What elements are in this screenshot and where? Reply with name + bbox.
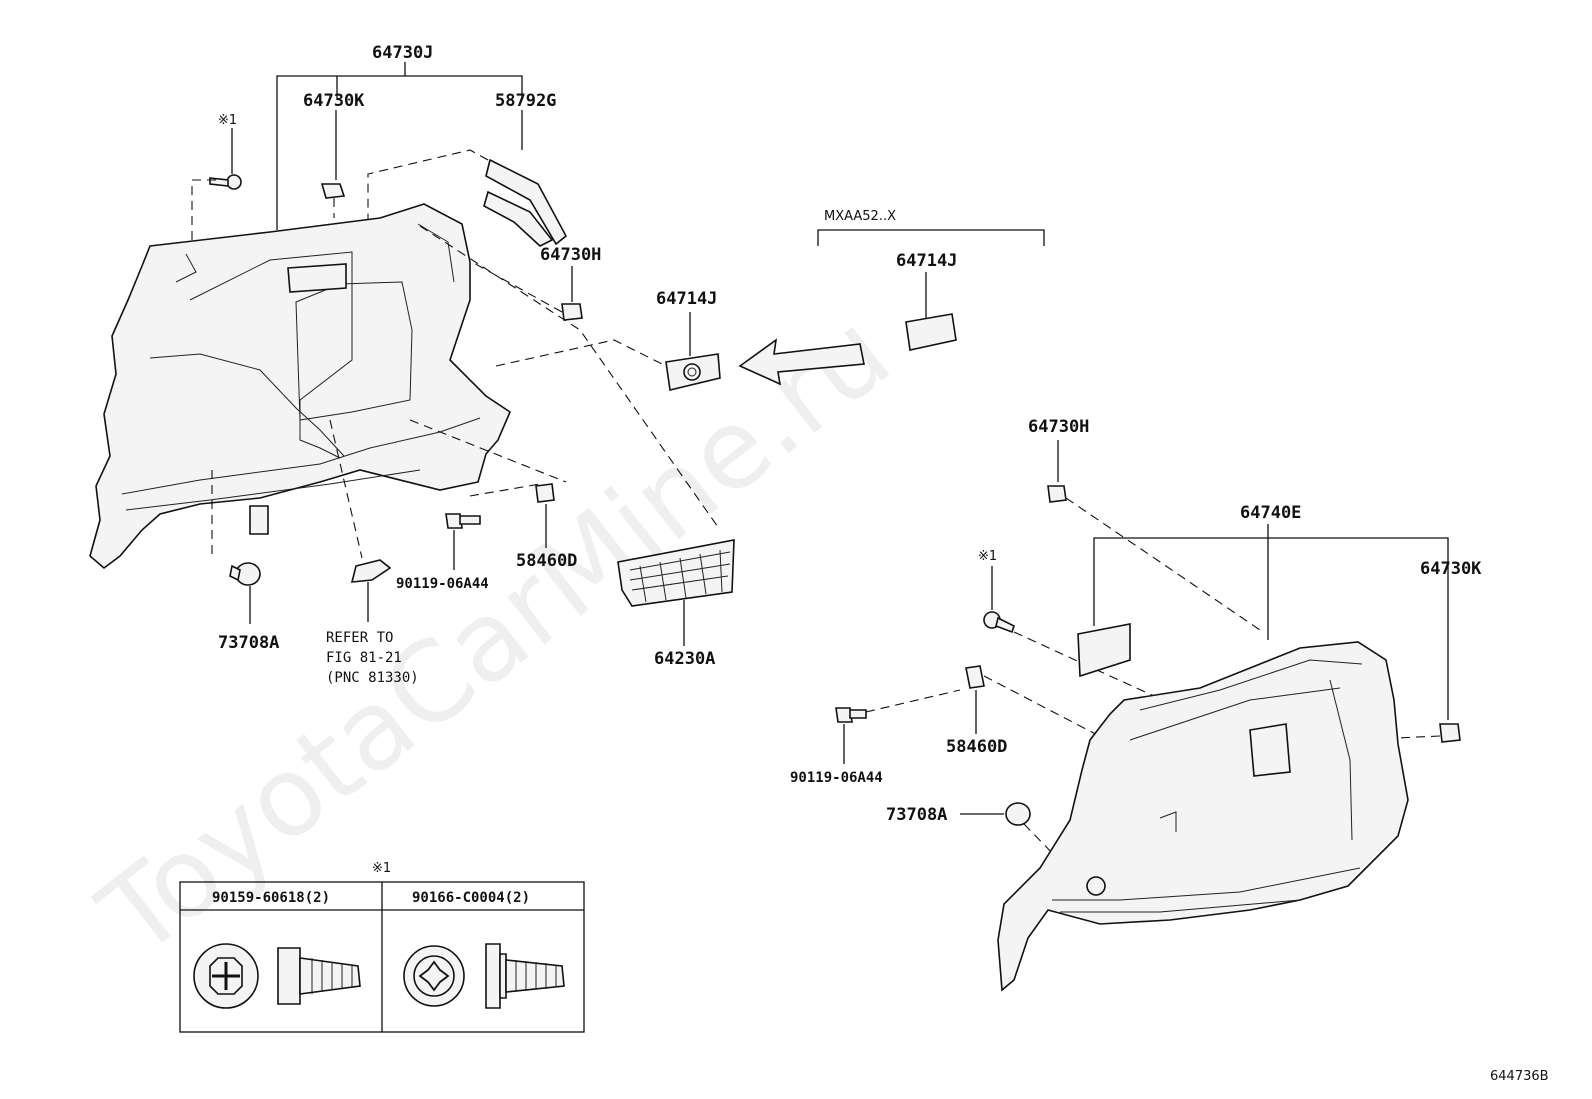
label-58460D-left: 58460D bbox=[516, 551, 577, 571]
bolt-90119-left bbox=[445, 513, 481, 570]
variant-label: MXAA52..X bbox=[824, 209, 896, 224]
leader-net bbox=[419, 225, 721, 531]
label-58460D-right: 58460D bbox=[946, 737, 1007, 757]
refer-note-line-2: FIG 81-21 bbox=[326, 650, 402, 666]
table-header-col1: 90159-60618(2) bbox=[212, 890, 330, 906]
label-64730J: 64730J bbox=[372, 43, 433, 63]
figure-code: 644736B bbox=[1490, 1069, 1549, 1084]
torx-screw-icon bbox=[403, 943, 565, 1009]
label-64730K-right: 64730K bbox=[1420, 559, 1482, 579]
leader-nut-left bbox=[409, 419, 567, 483]
label-64730K-left: 64730K bbox=[303, 91, 365, 111]
net-64230A bbox=[617, 539, 735, 646]
label-64714J-variant: 64714J bbox=[896, 251, 957, 271]
bolt-90119-right bbox=[835, 689, 961, 764]
nut-58460D-left bbox=[535, 483, 555, 548]
label-90119-right: 90119-06A44 bbox=[790, 770, 883, 786]
fastener-table bbox=[179, 881, 585, 1033]
refer-part bbox=[350, 559, 392, 622]
label-64730H-right: 64730H bbox=[1028, 417, 1089, 437]
label-90119-left: 90119-06A44 bbox=[396, 576, 489, 592]
clip-73708A-left bbox=[229, 562, 261, 624]
label-64230A: 64230A bbox=[654, 649, 715, 669]
refer-note-line-3: (PNC 81330) bbox=[326, 670, 419, 686]
note-mark-right: ※1 bbox=[978, 549, 997, 564]
right-group-bracket bbox=[1093, 524, 1449, 720]
leader-refer bbox=[329, 419, 363, 559]
cover-64714J-left bbox=[665, 312, 721, 391]
right-quarter-trim-panel bbox=[997, 641, 1409, 992]
note-mark-left: ※1 bbox=[218, 113, 237, 128]
hook-58792G bbox=[367, 110, 568, 247]
plate-right bbox=[1077, 623, 1131, 678]
variant-bracket bbox=[817, 229, 1045, 246]
clip-64730K-right bbox=[1395, 723, 1461, 743]
label-64714J-left: 64714J bbox=[656, 289, 717, 309]
clip-64730H-right bbox=[1047, 440, 1261, 631]
label-73708A-right: 73708A bbox=[886, 805, 947, 825]
left-quarter-trim-panel bbox=[89, 203, 511, 570]
label-64740E: 64740E bbox=[1240, 503, 1301, 523]
leader-bolt-left bbox=[469, 483, 541, 497]
note-mark-table: ※1 bbox=[372, 861, 391, 876]
upper-group-bracket bbox=[276, 62, 523, 230]
phillips-screw-icon bbox=[193, 943, 361, 1009]
label-73708A-left: 73708A bbox=[218, 633, 279, 653]
cover-64714J-variant bbox=[905, 272, 957, 351]
screw-top-left bbox=[191, 128, 242, 270]
clip-64730K-left bbox=[320, 110, 346, 218]
direction-arrow-icon bbox=[738, 338, 865, 386]
label-58792G: 58792G bbox=[495, 91, 556, 111]
table-header-col2: 90166-C0004(2) bbox=[412, 890, 530, 906]
leader-cover-left bbox=[495, 339, 667, 367]
label-64730H-left: 64730H bbox=[540, 245, 601, 265]
refer-note-line-1: REFER TO bbox=[326, 630, 393, 646]
